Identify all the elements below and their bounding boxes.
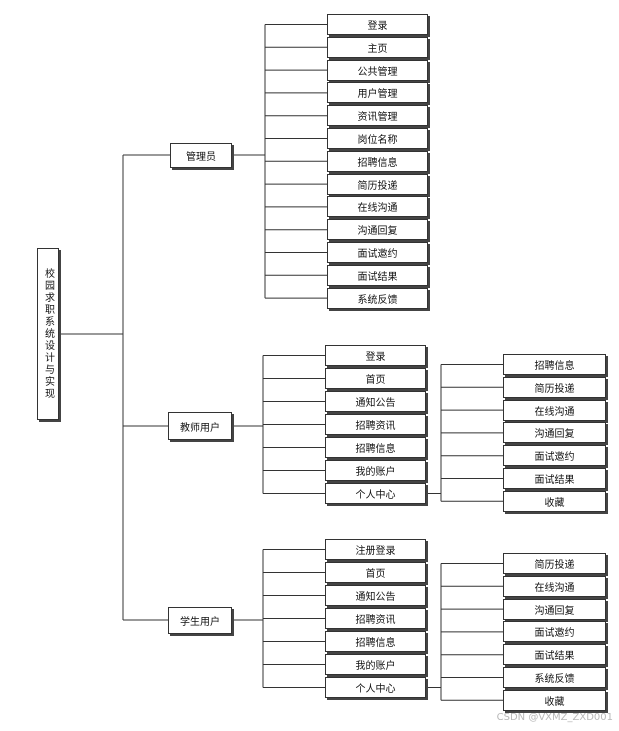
teacher-item-7: 个人中心 [325,483,426,504]
root-node: 校园求职系统设计与实现 [37,248,59,420]
teacher-subitem-6: 面试结果 [503,468,606,489]
student-subitem-6: 系统反馈 [503,667,606,688]
admin-item-4: 用户管理 [327,82,428,104]
student-item-6: 我的账户 [325,654,426,675]
student-item-3: 通知公告 [325,585,426,606]
student-subitem-2: 在线沟通 [503,575,606,597]
admin-item-11: 面试邀约 [327,242,428,263]
student-subitem-1: 简历投递 [503,553,606,574]
teacher-item-2: 首页 [325,368,426,389]
teacher-subitem-1: 招聘信息 [503,354,606,375]
student-subitem-5: 面试结果 [503,644,606,666]
student-subitem-7: 收藏 [503,689,606,711]
student-subitem-4: 面试邀约 [503,621,606,643]
admin-item-2: 主页 [327,36,428,58]
teacher-subitem-4: 沟通回复 [503,422,606,444]
admin-item-12: 面试结果 [327,264,428,286]
teacher-item-5: 招聘信息 [325,437,426,458]
admin-item-6: 岗位名称 [327,128,428,149]
admin-item-9: 在线沟通 [327,196,428,218]
teacher-item-3: 通知公告 [325,391,426,412]
admin-item-13: 系统反馈 [327,287,428,309]
student-item-4: 招聘资讯 [325,608,426,629]
teacher-subitem-3: 在线沟通 [503,399,606,421]
group-student: 学生用户 [168,607,232,634]
group-teacher: 教师用户 [168,412,232,440]
group-admin: 管理员 [170,143,232,168]
teacher-subitem-7: 收藏 [503,490,606,512]
teacher-item-1: 登录 [325,345,426,366]
admin-item-10: 沟通回复 [327,219,428,241]
admin-item-3: 公共管理 [327,59,428,81]
student-item-7: 个人中心 [325,677,426,698]
teacher-subitem-5: 面试邀约 [503,445,606,467]
admin-item-8: 简历投递 [327,173,428,195]
teacher-item-4: 招聘资讯 [325,414,426,435]
admin-item-1: 登录 [327,14,428,35]
teacher-item-6: 我的账户 [325,460,426,481]
student-item-5: 招聘信息 [325,631,426,652]
student-item-1: 注册登录 [325,539,426,560]
watermark: CSDN @VXMZ_ZXD001 [496,712,613,723]
teacher-subitem-2: 简历投递 [503,376,606,398]
admin-item-5: 资讯管理 [327,105,428,127]
student-subitem-3: 沟通回复 [503,598,606,620]
admin-item-7: 招聘信息 [327,150,428,172]
student-item-2: 首页 [325,562,426,583]
